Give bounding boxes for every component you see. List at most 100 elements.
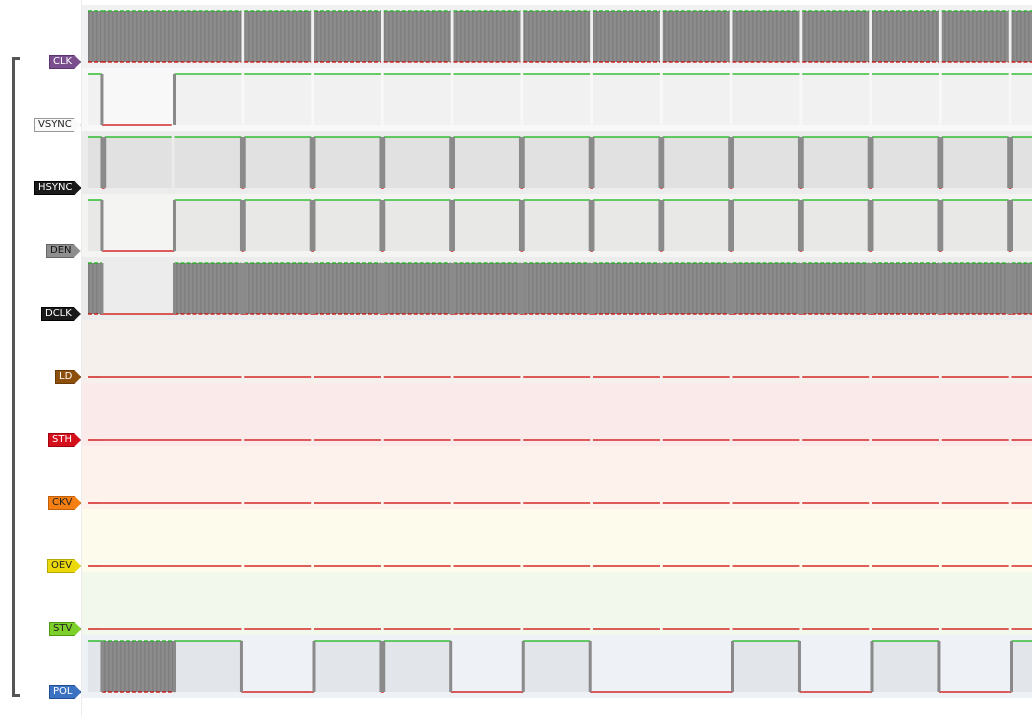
high-level-fill xyxy=(732,641,800,692)
high-level-fill xyxy=(383,74,451,125)
high-level-fill xyxy=(383,200,451,251)
clock-burst xyxy=(101,11,175,62)
signal-edge xyxy=(100,641,104,692)
signal-edge xyxy=(239,200,243,251)
signal-edge xyxy=(451,137,455,188)
high-level-fill xyxy=(313,74,381,125)
high-level-fill xyxy=(592,74,660,125)
signal-edge xyxy=(937,263,941,314)
signal-edge xyxy=(518,137,522,188)
clock-burst xyxy=(453,263,521,314)
channel-label-text: LD xyxy=(59,371,73,382)
signal-edge xyxy=(379,641,383,692)
signal-edge xyxy=(449,263,453,314)
signal-edge xyxy=(382,137,386,188)
clock-burst xyxy=(1011,263,1032,314)
high-level-fill xyxy=(871,200,939,251)
channel-label-stv[interactable]: STV xyxy=(49,622,81,636)
signal-edge xyxy=(591,200,595,251)
signal-edge xyxy=(940,263,944,314)
high-level-fill xyxy=(732,200,800,251)
signal-edge xyxy=(312,200,316,251)
high-level-fill xyxy=(802,137,870,188)
signal-edge xyxy=(1007,263,1011,314)
high-level-fill xyxy=(871,641,939,692)
channel-label-ckv[interactable]: CKV xyxy=(48,496,81,510)
channel-label-vsync[interactable]: VSYNC xyxy=(34,118,81,132)
signal-edge xyxy=(518,200,522,251)
channel-group-bracket[interactable] xyxy=(12,57,20,697)
high-level-fill xyxy=(523,137,591,188)
high-level-fill xyxy=(88,137,102,188)
high-level-fill xyxy=(453,200,521,251)
high-level-fill xyxy=(453,137,521,188)
signal-edge xyxy=(309,200,313,251)
channel-label-ld[interactable]: LD xyxy=(55,370,81,384)
high-level-fill xyxy=(453,74,521,125)
high-level-fill xyxy=(88,200,102,251)
channel-label-text: DCLK xyxy=(45,308,72,319)
channel-label-text: CKV xyxy=(52,497,73,508)
channel-label-text: POL xyxy=(53,686,73,697)
high-level-fill xyxy=(732,137,800,188)
signal-edge xyxy=(730,263,734,314)
clock-burst xyxy=(174,11,242,62)
signal-edge xyxy=(312,263,316,314)
high-level-fill xyxy=(592,137,660,188)
channel-label-den[interactable]: DEN xyxy=(46,244,81,258)
signal-edge xyxy=(937,137,941,188)
clock-burst xyxy=(383,263,451,314)
channel-label-text: OEV xyxy=(51,560,73,571)
signal-edge xyxy=(588,200,592,251)
signal-edge xyxy=(730,137,734,188)
high-level-fill xyxy=(662,137,730,188)
clock-burst xyxy=(732,11,800,62)
clock-burst xyxy=(174,263,242,314)
clock-burst xyxy=(941,11,1009,62)
channel-label-dclk[interactable]: DCLK xyxy=(41,307,81,321)
signal-edge xyxy=(588,263,592,314)
clock-burst xyxy=(88,11,102,62)
signal-edge xyxy=(730,641,734,692)
clock-burst xyxy=(662,263,730,314)
channel-label-text: STV xyxy=(53,623,73,634)
channel-label-hsync[interactable]: HSYNC xyxy=(34,181,81,195)
clock-burst xyxy=(592,11,660,62)
high-level-fill xyxy=(174,200,242,251)
signal-edge xyxy=(1009,263,1013,314)
high-level-fill xyxy=(871,137,939,188)
signal-edge xyxy=(867,200,871,251)
signal-edge xyxy=(1009,200,1013,251)
channel-label-sth[interactable]: STH xyxy=(48,433,81,447)
signal-edge xyxy=(449,137,453,188)
channel-label-pol[interactable]: POL xyxy=(49,685,81,699)
high-level-fill xyxy=(1011,200,1032,251)
channel-band-ld xyxy=(82,320,1032,383)
high-level-fill xyxy=(174,641,242,692)
signal-edge xyxy=(797,641,801,692)
signal-edge xyxy=(103,137,107,188)
channel-label-clk[interactable]: CLK xyxy=(49,55,81,69)
high-level-fill xyxy=(1011,137,1032,188)
signal-edge xyxy=(661,200,665,251)
signal-edge xyxy=(937,641,941,692)
signal-edge xyxy=(379,263,383,314)
signal-edge xyxy=(521,641,525,692)
clock-burst xyxy=(871,263,939,314)
signal-edge xyxy=(870,641,874,692)
signal-edge xyxy=(312,137,316,188)
signal-edge xyxy=(728,263,732,314)
signal-edge xyxy=(242,137,246,188)
signal-edge xyxy=(172,641,176,692)
signal-edge xyxy=(867,137,871,188)
signal-edge xyxy=(588,137,592,188)
signal-edge xyxy=(800,263,804,314)
channel-label-text: VSYNC xyxy=(38,119,72,130)
channel-label-oev[interactable]: OEV xyxy=(47,559,81,573)
signal-edge xyxy=(242,263,246,314)
clock-burst xyxy=(453,11,521,62)
high-level-fill xyxy=(662,74,730,125)
signal-edge xyxy=(172,200,176,251)
signal-edge xyxy=(591,263,595,314)
